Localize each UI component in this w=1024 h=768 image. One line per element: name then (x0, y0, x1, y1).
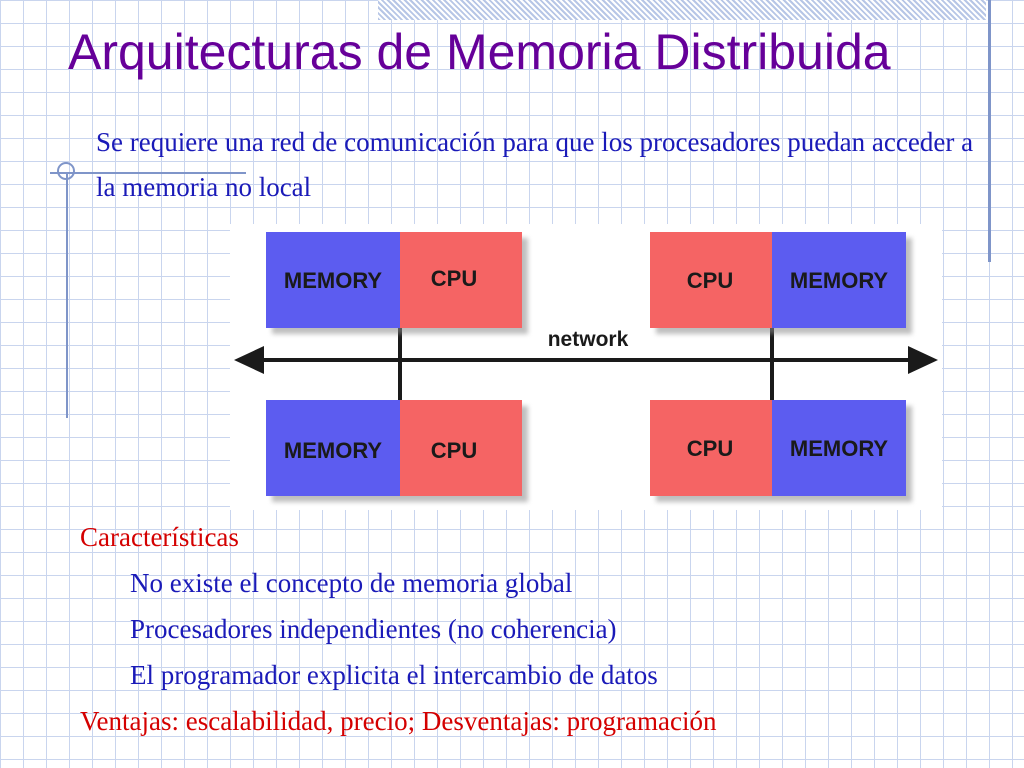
node-top-left-left-block (266, 232, 400, 328)
decorative-circle-icon (57, 162, 75, 180)
network-arrow-right-icon (908, 346, 938, 374)
node-bottom-right-left-block (650, 400, 772, 496)
advantages-footer: Ventajas: escalabilidad, precio; Desvent… (80, 706, 717, 736)
node-bottom-left-right-label: CPU (431, 438, 477, 463)
features-section: Características No existe el concepto de… (80, 514, 1010, 744)
feature-item: El programador explicita el intercambio … (130, 660, 658, 690)
node-top-right-left-label: CPU (687, 268, 733, 293)
network-label: network (548, 328, 629, 351)
node-top-left: MEMORY CPU (266, 232, 528, 334)
slide-subtitle: Se requiere una red de comunicación para… (96, 127, 974, 202)
feature-item: No existe el concepto de memoria global (130, 568, 573, 598)
node-bottom-right: CPU MEMORY (650, 400, 912, 502)
node-top-left-right-label: CPU (431, 266, 477, 291)
feature-item: Procesadores independientes (no coherenc… (130, 614, 617, 644)
node-bottom-left-left-block (266, 400, 400, 496)
node-top-right: CPU MEMORY (650, 232, 912, 334)
node-top-right-right-block (772, 232, 906, 328)
diagram-svg: network MEMORY CPU CPU MEMORY MEMORY CPU (234, 232, 938, 502)
slide-title: Arquitecturas de Memoria Distribuida (68, 24, 891, 80)
node-bottom-right-left-label: CPU (687, 436, 733, 461)
node-bottom-left: MEMORY CPU (266, 400, 528, 502)
decorative-left-rule (66, 172, 68, 418)
node-bottom-left-right-block (400, 400, 522, 496)
node-bottom-right-right-label: MEMORY (790, 436, 889, 461)
network-arrow-left-icon (234, 346, 264, 374)
node-top-right-left-block (650, 232, 772, 328)
node-top-right-right-label: MEMORY (790, 268, 889, 293)
decorative-top-band (378, 0, 986, 20)
decorative-right-rule (988, 0, 991, 262)
node-bottom-left-left-label: MEMORY (284, 438, 383, 463)
distributed-memory-diagram: network MEMORY CPU CPU MEMORY MEMORY CPU (230, 224, 942, 510)
node-bottom-right-right-block (772, 400, 906, 496)
decorative-horizontal-rule (50, 172, 246, 174)
node-top-left-left-label: MEMORY (284, 268, 383, 293)
features-heading: Características (80, 522, 239, 552)
node-top-left-right-block (400, 232, 522, 328)
